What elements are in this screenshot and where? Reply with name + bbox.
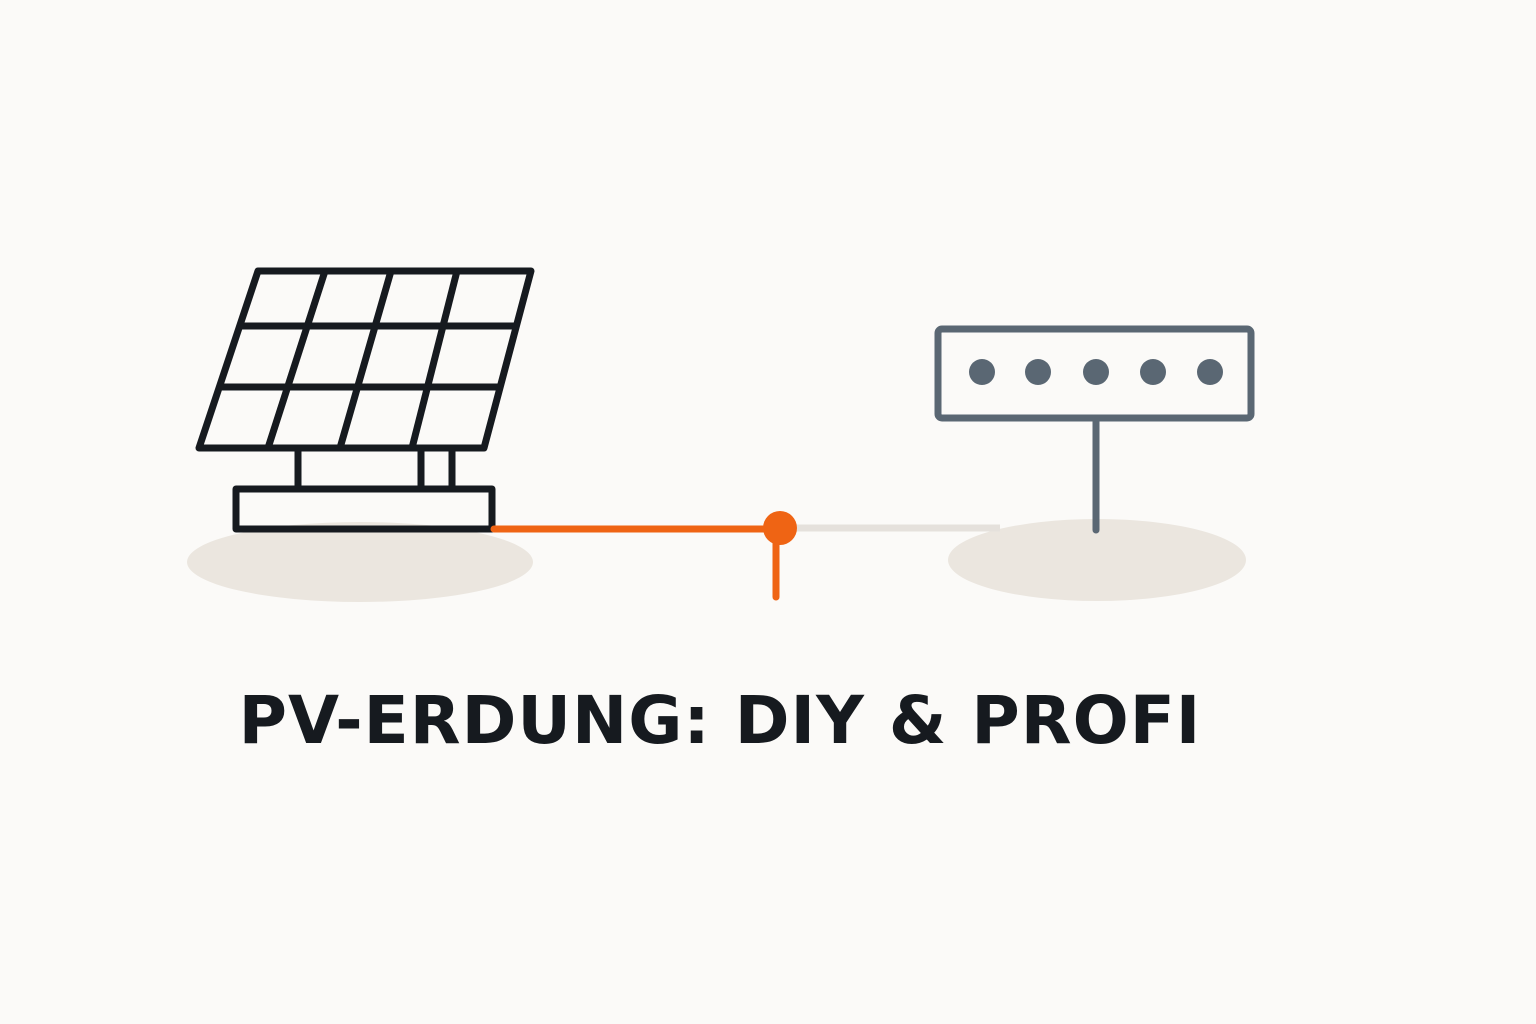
ground-wire [490, 511, 797, 601]
ground-bar-icon [934, 325, 1255, 534]
page-title: PV-ERDUNG: DIY & PROFI [238, 682, 1202, 759]
ground-shadow-right [948, 519, 1246, 601]
ground-junction-icon [763, 511, 797, 545]
solar-panel-icon [195, 267, 535, 533]
ground-shadow-left [187, 522, 533, 602]
